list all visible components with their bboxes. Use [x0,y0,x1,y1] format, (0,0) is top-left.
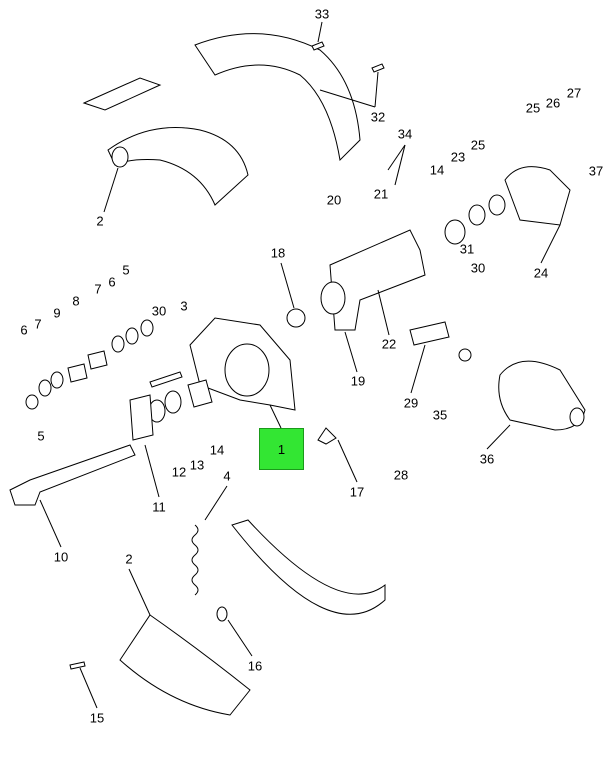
callout-10[interactable]: 10 [53,549,69,565]
callout-23[interactable]: 23 [450,149,466,165]
callout-13[interactable]: 13 [189,457,205,473]
callout-37[interactable]: 37 [588,163,604,179]
callout-9[interactable]: 9 [53,305,61,321]
callout-27[interactable]: 27 [566,85,582,101]
callout-16[interactable]: 16 [247,658,263,674]
camshaft [9,444,136,506]
callout-11[interactable]: 11 [152,499,166,515]
brake-shoe-lower [119,614,251,716]
callout-34[interactable]: 34 [397,126,413,142]
callout-22[interactable]: 22 [381,336,397,352]
callout-25[interactable]: 25 [525,100,541,116]
callout-7[interactable]: 7 [34,316,42,332]
callout-28[interactable]: 28 [393,467,409,483]
callout-5[interactable]: 5 [37,428,45,444]
leader-lines [39,21,561,709]
callout-14[interactable]: 14 [429,162,445,178]
callout-17[interactable]: 17 [349,484,365,500]
callout-21[interactable]: 21 [373,186,389,202]
callout-25[interactable]: 25 [470,137,486,153]
callout-12[interactable]: 12 [171,464,187,480]
callout-19[interactable]: 19 [350,373,366,389]
callout-7[interactable]: 7 [94,281,102,297]
callout-20[interactable]: 20 [326,192,342,208]
callout-29[interactable]: 29 [403,395,419,411]
callout-30[interactable]: 30 [151,303,167,319]
callout-6[interactable]: 6 [108,274,116,290]
dust-shield-lower [231,519,386,615]
brake-shoe-upper [107,127,249,206]
callout-6[interactable]: 6 [20,322,28,338]
callout-14[interactable]: 14 [209,442,225,458]
callout-2[interactable]: 2 [125,551,133,567]
callout-32[interactable]: 32 [370,109,386,125]
slack-adjuster [504,166,571,226]
dust-shield-upper [194,33,361,162]
callout-15[interactable]: 15 [89,710,105,726]
callout-1-label: 1 [277,441,286,457]
callout-35[interactable]: 35 [432,407,448,423]
callout-36[interactable]: 36 [479,451,495,467]
callout-26[interactable]: 26 [545,95,561,111]
callout-18[interactable]: 18 [270,245,286,261]
callout-30[interactable]: 30 [470,260,486,276]
callout-33[interactable]: 33 [314,6,330,22]
callout-8[interactable]: 8 [72,293,80,309]
camshaft-bracket [329,229,426,331]
callout-31[interactable]: 31 [459,241,475,257]
callout-4[interactable]: 4 [223,468,231,484]
callout-3[interactable]: 3 [180,298,188,314]
callout-1-highlighted[interactable]: 1 [259,428,304,470]
shoe-lining-top [82,77,162,111]
callout-24[interactable]: 24 [533,265,549,281]
callout-2[interactable]: 2 [96,213,104,229]
callout-5[interactable]: 5 [122,262,130,278]
